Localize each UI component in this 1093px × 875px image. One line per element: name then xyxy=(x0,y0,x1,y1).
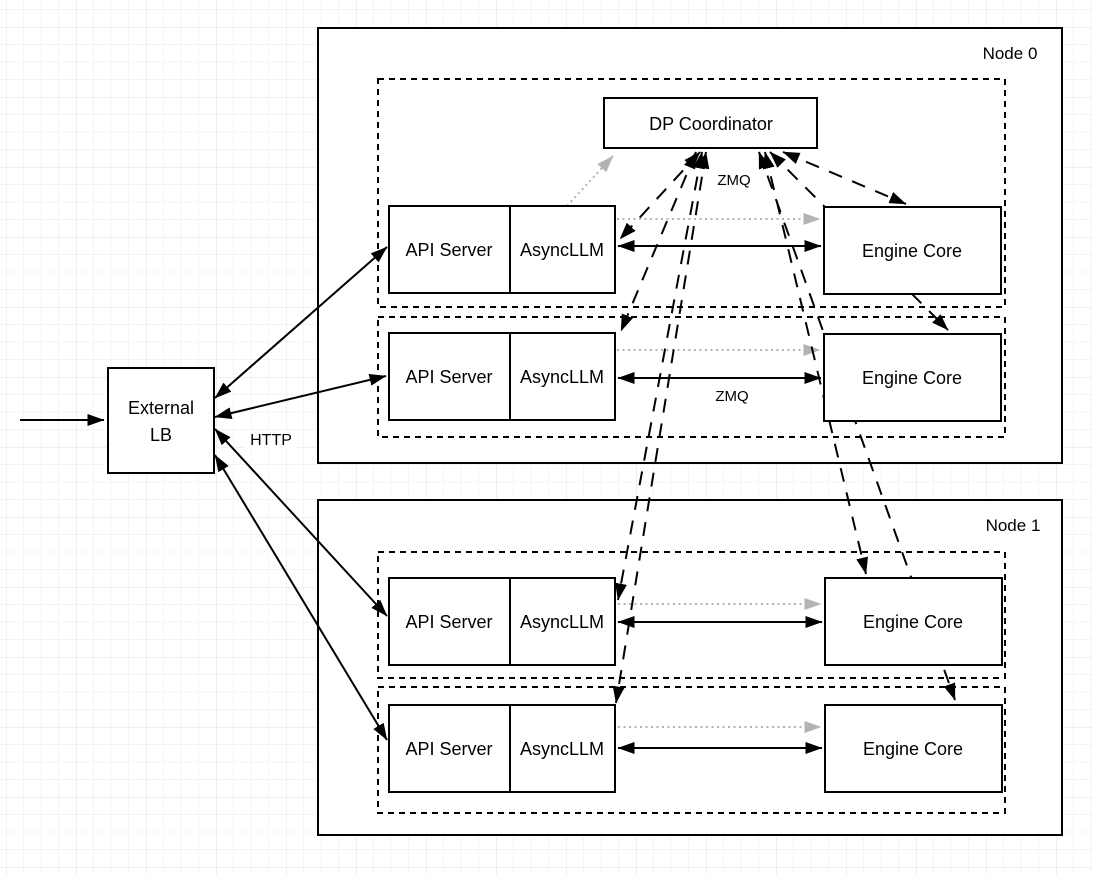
asyncllm-label-3: AsyncLLM xyxy=(520,739,604,759)
http-label-bg xyxy=(245,430,297,448)
api-server-label-3: API Server xyxy=(405,739,492,759)
api-server-box-2 xyxy=(388,577,511,666)
asyncllm-box-3 xyxy=(509,704,616,793)
worker-row-0: API Server AsyncLLM Engine Core xyxy=(388,205,1002,295)
engine-core-box-2 xyxy=(824,577,1003,666)
worker-row-1: API Server AsyncLLM Engine Core xyxy=(388,332,1002,422)
zmq-engine-label-bg xyxy=(708,387,756,405)
dp-coordinator-label: DP Coordinator xyxy=(649,114,773,134)
engine-core-label-3: Engine Core xyxy=(863,739,963,759)
dp-coordinator-box: DP Coordinator xyxy=(603,97,818,149)
asyncllm-box-2 xyxy=(509,577,616,666)
engine-core-label-1: Engine Core xyxy=(862,368,962,388)
api-server-box-1 xyxy=(388,332,511,421)
engine-core-box-3 xyxy=(824,704,1003,793)
worker-row-3: API Server AsyncLLM Engine Core xyxy=(388,704,1003,793)
engine-core-label-2: Engine Core xyxy=(863,612,963,632)
external-lb-box: External LB xyxy=(107,367,215,474)
node1-label: Node 1 xyxy=(986,516,1041,535)
node0-label: Node 0 xyxy=(983,44,1038,63)
asyncllm-label-2: AsyncLLM xyxy=(520,612,604,632)
edge-lb-api1 xyxy=(214,374,387,419)
api-server-label-1: API Server xyxy=(405,367,492,387)
http-label: HTTP xyxy=(250,432,292,449)
asyncllm-label-1: AsyncLLM xyxy=(520,367,604,387)
api-server-box-0 xyxy=(388,205,511,294)
engine-core-box-1 xyxy=(823,333,1002,422)
asyncllm-label-0: AsyncLLM xyxy=(520,240,604,260)
edge-lb-api0 xyxy=(214,246,388,399)
asyncllm-box-0 xyxy=(509,205,616,294)
zmq-engine-label: ZMQ xyxy=(715,388,748,405)
external-lb-label-line1: External xyxy=(128,398,194,418)
edge-lb-api3 xyxy=(214,454,388,741)
edge-dashed-coord-llm3 xyxy=(612,151,710,704)
engine-core-box-0 xyxy=(823,206,1002,295)
edge-dotted-llm-coordinator xyxy=(566,155,614,207)
zmq-coordinator-label-bg xyxy=(710,171,758,189)
engine-core-label-0: Engine Core xyxy=(862,241,962,261)
zmq-coordinator-label: ZMQ xyxy=(717,172,750,189)
api-server-box-3 xyxy=(388,704,511,793)
external-lb-label-line2: LB xyxy=(150,425,172,445)
worker-row-2: API Server AsyncLLM Engine Core xyxy=(388,577,1003,666)
api-server-label-0: API Server xyxy=(405,240,492,260)
asyncllm-box-1 xyxy=(509,332,616,421)
api-server-label-2: API Server xyxy=(405,612,492,632)
